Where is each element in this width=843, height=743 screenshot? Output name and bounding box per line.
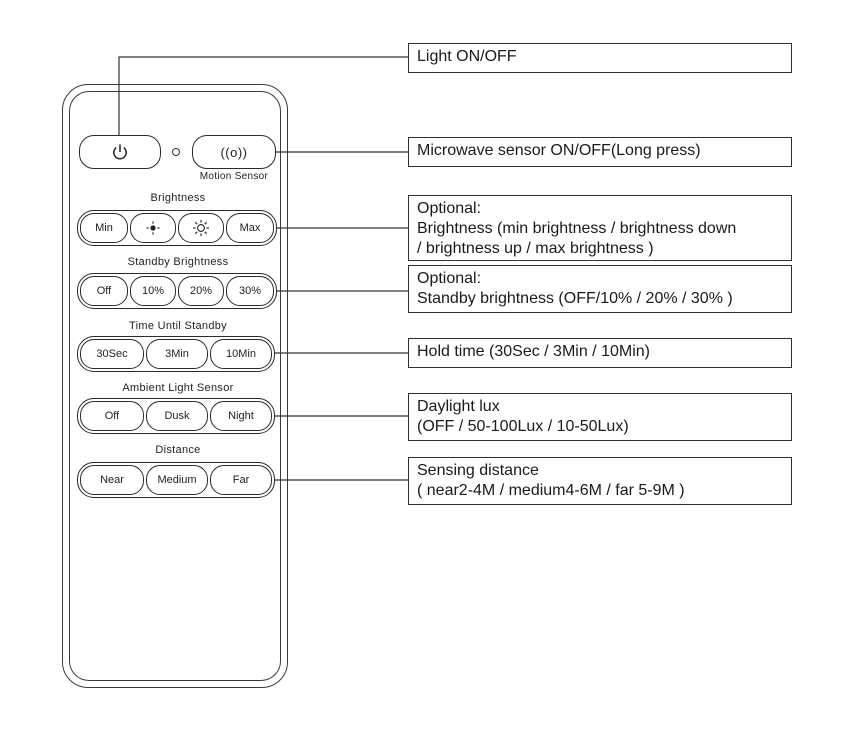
callout-text: / brightness up / max brightness ) [417, 240, 654, 257]
distance-far-button[interactable]: Far [210, 465, 272, 495]
power-icon [113, 144, 127, 160]
time-group [77, 336, 275, 372]
callout-text: Optional: [417, 270, 482, 287]
motion-sensor-label: Motion Sensor [199, 171, 269, 182]
callout-text: (OFF / 50-100Lux / 10-50Lux) [417, 418, 629, 435]
standby-group [77, 273, 277, 309]
callout-text: Sensing distance [417, 462, 539, 479]
callout-sensing-distance: Sensing distance ( near2-4M / medium4-6M… [408, 457, 792, 505]
distance-group [77, 462, 275, 498]
callout-daylight-lux: Daylight lux (OFF / 50-100Lux / 10-50Lux… [408, 393, 792, 441]
ambient-night-button[interactable]: Night [210, 401, 272, 431]
sun-small-icon [146, 221, 160, 235]
brightness-max-button[interactable]: Max [226, 213, 274, 243]
callout-text: ( near2-4M / medium4-6M / far 5-9M ) [417, 482, 685, 499]
motion-sensor-button[interactable]: ((o)) [192, 135, 276, 169]
standby-10-button[interactable]: 10% [130, 276, 176, 306]
remote-body [62, 84, 288, 688]
connector-light [118, 56, 408, 144]
time-10min-button[interactable]: 10Min [210, 339, 272, 369]
ambient-off-button[interactable]: Off [80, 401, 144, 431]
brightness-min-button[interactable]: Min [80, 213, 128, 243]
callout-text: Standby brightness (OFF/10% / 20% / 30% … [417, 290, 733, 307]
callout-standby-brightness: Optional: Standby brightness (OFF/10% / … [408, 265, 792, 313]
callout-hold-time: Hold time (30Sec / 3Min / 10Min) [408, 338, 792, 368]
indicator-led [172, 148, 180, 156]
brightness-up-button[interactable] [178, 213, 224, 243]
distance-near-button[interactable]: Near [80, 465, 144, 495]
sun-large-icon [193, 220, 209, 236]
callout-text: Hold time (30Sec / 3Min / 10Min) [417, 343, 650, 360]
time-30sec-button[interactable]: 30Sec [80, 339, 144, 369]
callout-microwave-sensor: Microwave sensor ON/OFF(Long press) [408, 137, 792, 167]
callout-text: Brightness (min brightness / brightness … [417, 220, 737, 237]
standby-20-button[interactable]: 20% [178, 276, 224, 306]
callout-text: Optional: [417, 200, 482, 217]
standby-brightness-label: Standby Brightness [127, 256, 229, 268]
time-until-standby-label: Time Until Standby [129, 320, 227, 332]
standby-30-button[interactable]: 30% [226, 276, 274, 306]
callout-light-on-off: Light ON/OFF [408, 43, 792, 73]
callout-text: Microwave sensor ON/OFF(Long press) [417, 142, 701, 159]
ambient-group [77, 398, 275, 434]
ambient-dusk-button[interactable]: Dusk [146, 401, 208, 431]
brightness-group [77, 210, 277, 246]
motion-sensor-icon: ((o)) [220, 144, 248, 160]
callout-text: Daylight lux [417, 398, 500, 415]
time-3min-button[interactable]: 3Min [146, 339, 208, 369]
callout-text: Light ON/OFF [417, 48, 517, 65]
standby-off-button[interactable]: Off [80, 276, 128, 306]
power-button[interactable] [79, 135, 161, 169]
distance-label: Distance [155, 444, 201, 456]
ambient-light-sensor-label: Ambient Light Sensor [122, 382, 234, 394]
brightness-label: Brightness [150, 192, 206, 204]
remote-panel [69, 91, 281, 681]
callout-brightness: Optional: Brightness (min brightness / b… [408, 195, 792, 261]
distance-medium-button[interactable]: Medium [146, 465, 208, 495]
brightness-down-button[interactable] [130, 213, 176, 243]
